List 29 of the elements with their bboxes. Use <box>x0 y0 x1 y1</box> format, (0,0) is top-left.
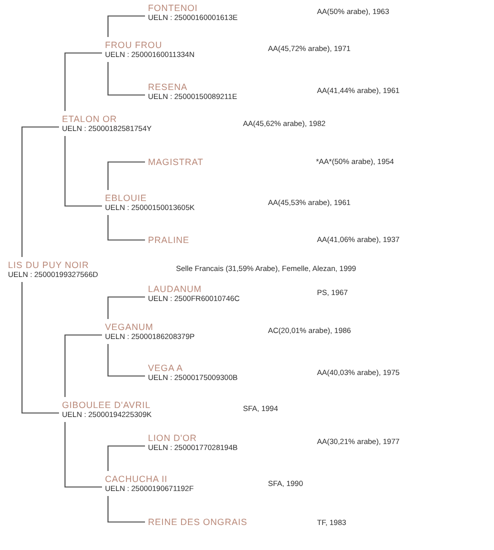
connector-line <box>107 215 145 241</box>
horse-name: RESENA <box>148 82 188 92</box>
connector-line <box>64 334 102 397</box>
horse-name: REINE DES ONGRAIS <box>148 517 248 527</box>
horse-name: CACHUCHA II <box>105 474 168 484</box>
connector-line <box>21 282 59 414</box>
horse-name: MAGISTRAT <box>148 157 204 167</box>
horse-name: LION D'OR <box>148 433 197 443</box>
connector-line <box>21 126 59 257</box>
connector-line <box>107 62 145 96</box>
horse-name: FROU FROU <box>105 40 162 50</box>
connector-line <box>107 344 145 377</box>
horse-name: LAUDANUM <box>148 284 202 294</box>
horse-name: VEGA A <box>148 363 183 373</box>
connector-line <box>107 445 145 471</box>
horse-name: LIS DU PUY NOIR <box>8 260 89 270</box>
connector-line <box>107 161 145 190</box>
horse-name: GIBOULEE D'AVRIL <box>62 400 150 410</box>
horse-name: VEGANUM <box>105 322 154 332</box>
horse-name: FONTENOI <box>148 3 198 13</box>
horse-name: EBLOUIE <box>105 193 147 203</box>
connector-line <box>64 136 102 207</box>
horse-name: ETALON OR <box>62 114 117 124</box>
connector-line <box>107 496 145 523</box>
connector-line <box>64 422 102 488</box>
connector-line <box>64 52 102 111</box>
connector-line <box>107 15 145 37</box>
horse-name: PRALINE <box>148 235 190 245</box>
connector-line <box>107 296 145 319</box>
